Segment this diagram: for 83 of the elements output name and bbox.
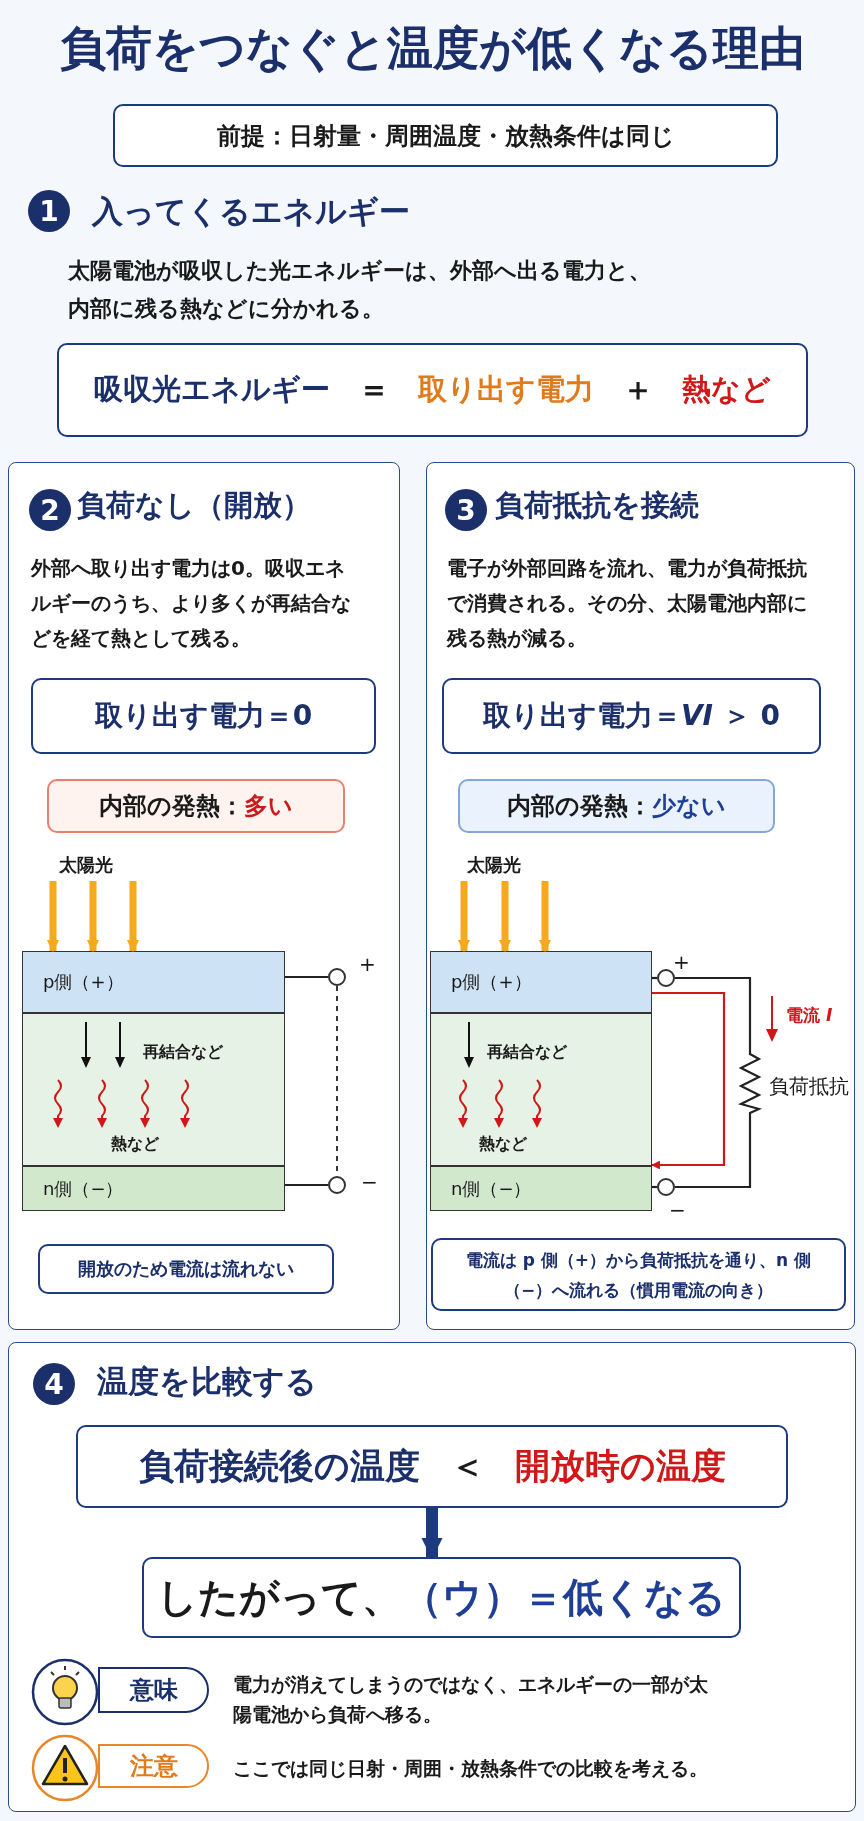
equation-term: 吸収光エネルギー [94,371,330,408]
polarity-sign: − [361,1169,378,1196]
note-text: 電流は p 側（+）から負荷抵抗を通り、n 側（−）へ流れる（慣用電流の向き） [464,1248,813,1302]
explanation-text: 電力が消えてしまうのではなく、エネルギーの一部が太陽電池から負荷へ移る。 [233,1672,709,1727]
heat-box [47,779,345,833]
arrow [651,991,726,1170]
comparison-box [76,1425,788,1508]
wire [652,976,657,980]
component-label: 負荷抵抗 [769,1073,849,1100]
comparison-term: 開放時の温度 [514,1445,726,1488]
terminal-circle [657,1178,675,1196]
equation-term: 熱など [682,371,771,408]
layer-label: p側（+） [451,970,532,994]
process-label: 再結合など [487,1042,567,1063]
tag-label: 意味 [129,1675,178,1706]
panel-card [426,462,855,1330]
conclusion-answer: （ウ）＝低くなる [402,1573,726,1622]
heat-value: 多い [244,791,293,822]
panel-heading: 負荷なし（開放） [77,487,311,524]
wire [675,1121,752,1189]
wire [652,1185,657,1189]
panel-heading: 温度を比較する [97,1362,317,1401]
heat-label: 熱など [479,1134,527,1155]
heat-label: 熱など [111,1134,159,1155]
body-text: 外部へ取り出す電力は0。吸収エネルギーのうち、より多くが再結合などを経て熱として残る。 [31,555,352,652]
premise-box [113,104,778,167]
heat-box [458,779,775,833]
title: 負荷をつなぐと温度が低くなる理由 [58,20,806,77]
active-layer [430,1013,652,1166]
wire [285,1183,328,1187]
equals-sign: ＝ [358,369,390,410]
conclusion-text: したがって、 [157,1573,402,1622]
layer-label: n側（−） [451,1177,532,1201]
comparison-term: 負荷接続後の温度 [138,1445,420,1488]
current-label: 電流 I [786,1004,833,1027]
step-number: 4 [33,1363,75,1405]
body-text: 電子が外部回路を流れ、電力が負荷抵抗で消費される。その分、太陽電池内部に残る熱が減る。 [447,555,808,652]
layer-label: n側（−） [43,1177,124,1201]
explanation-text: ここでは同じ日射・周囲・放熱条件での比較を考える。 [233,1756,709,1781]
result-box [31,678,376,754]
n-layer [22,1166,285,1211]
plus-sign: ＋ [622,369,654,410]
terminal-circle [328,968,346,986]
equation-term: 取り出す電力 [418,371,594,408]
step-number: 2 [29,489,71,531]
equation-box [57,343,808,437]
terminal-circle [328,1176,346,1194]
power-text: 取り出す電力＝0 [94,698,313,734]
note-box [38,1244,334,1294]
step-number: 1 [28,190,70,232]
p-layer [430,951,652,1013]
tag-label: 注意 [129,1751,178,1782]
result-box [442,678,821,754]
sunlight-label: 太陽光 [467,853,521,877]
active-layer [22,1013,285,1166]
power-text: 取り出す電力＝VI ＞ 0 [482,698,781,734]
body-text: 太陽電池が吸収した光エネルギーは、外部へ出る電力と、内部に残る熱などに分かれる。 [68,257,651,323]
terminal-circle [657,969,675,987]
arrow [421,1508,443,1560]
less-than-sign: ＜ [449,1445,485,1488]
n-layer [430,1166,652,1211]
polarity-sign: + [359,951,376,978]
panel-card [8,1342,856,1812]
step-number: 3 [445,489,487,531]
section-heading: 入ってくるエネルギー [92,192,410,231]
sunlight-label: 太陽光 [59,853,113,877]
premise-text: 前提：日射量・周囲温度・放熱条件は同じ [216,120,675,152]
wire [675,976,752,1046]
note-box [431,1238,846,1311]
resistor-symbol [738,1046,762,1121]
p-layer [22,951,285,1013]
heat-label: 内部の発熱： [99,791,244,822]
heat-label: 内部の発熱： [507,791,652,822]
polarity-sign: + [673,949,690,976]
heat-value: 少ない [652,791,726,822]
panel-card [8,462,400,1330]
panel-heading: 負荷抵抗を接続 [495,487,699,524]
conclusion-box [142,1557,741,1638]
note-text: 開放のため電流は流れない [78,1257,294,1281]
polarity-sign: − [669,1197,686,1224]
wire [285,975,328,979]
process-label: 再結合など [143,1042,223,1063]
layer-label: p側（+） [43,970,124,994]
